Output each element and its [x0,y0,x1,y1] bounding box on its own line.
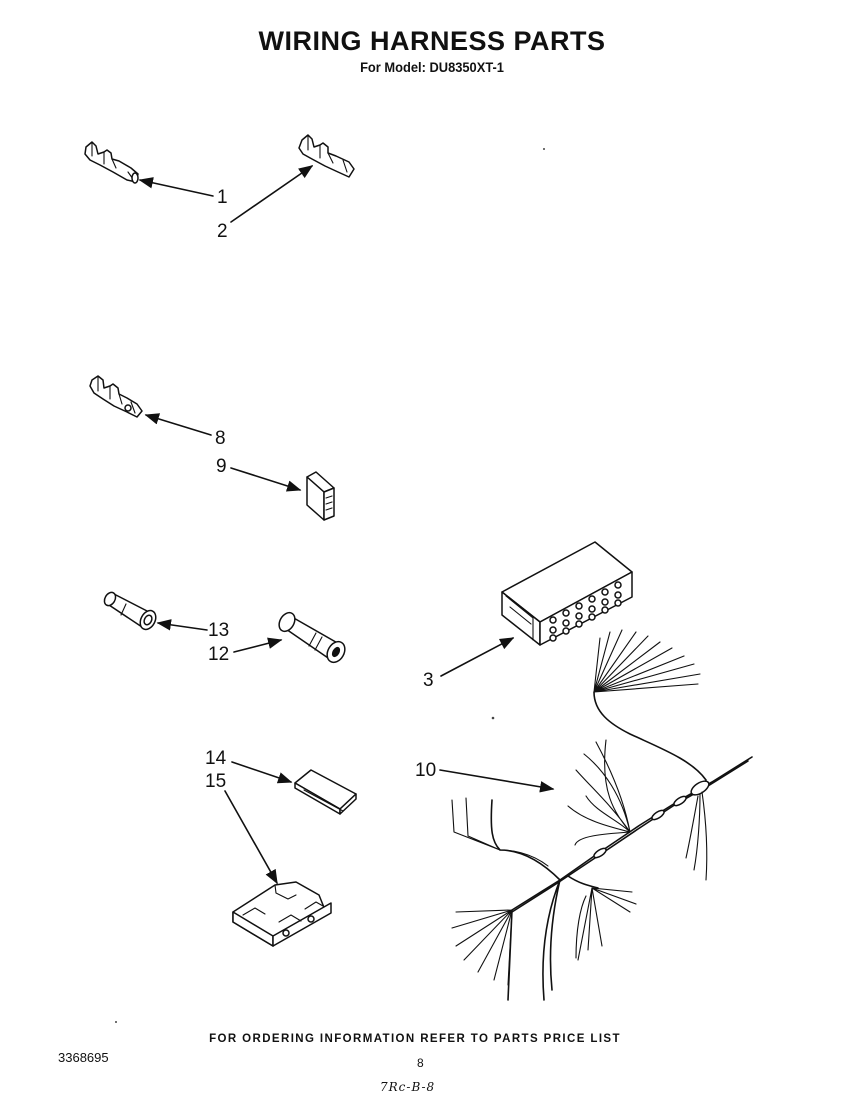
callout-14: 14 [205,748,227,769]
leader-line-1 [138,177,214,197]
leader-line-9 [230,467,302,492]
document-part-number: 3368695 [58,1050,109,1065]
callout-12: 12 [208,644,230,665]
page-number: 8 [417,1056,424,1070]
leader-line-10 [439,769,555,793]
callout-1: 1 [217,187,228,208]
callout-15: 15 [205,771,227,792]
leader-line-12 [233,637,283,653]
part-2-terminal-drawing [298,134,355,178]
part-1-terminal-drawing [84,141,139,184]
callout-2: 2 [217,221,228,242]
part-14-connector-drawing [294,769,357,815]
part-3-connector-block-drawing [501,541,633,646]
callout-10: 10 [415,760,437,781]
part-10-wiring-harness-drawing [451,629,753,1001]
scan-specks [115,148,545,1023]
part-13-sleeve-drawing [103,591,157,631]
ordering-info-note: FOR ORDERING INFORMATION REFER TO PARTS … [209,1033,621,1045]
part-12-splice-drawing [278,611,346,664]
part-15-housing-drawing [232,881,332,947]
connector-pin-grid [549,581,622,642]
page-title: WIRING HARNESS PARTS [258,26,606,56]
leader-line-2 [230,165,314,223]
callout-8: 8 [215,428,226,449]
leader-line-15 [224,790,278,885]
part-8-terminal-drawing [89,375,143,418]
leader-line-8 [144,413,212,436]
callout-9: 9 [216,456,227,477]
callout-13: 13 [208,620,230,641]
model-subtitle: For Model: DU8350XT-1 [360,59,504,75]
leader-line-14 [231,761,293,784]
handwritten-note: 7Rc-B-8 [380,1080,436,1094]
callout-3: 3 [423,670,434,691]
leader-line-13 [156,619,208,631]
leader-line-3 [440,637,515,677]
leader-lines [138,165,555,885]
part-9-connector-drawing [306,471,335,521]
